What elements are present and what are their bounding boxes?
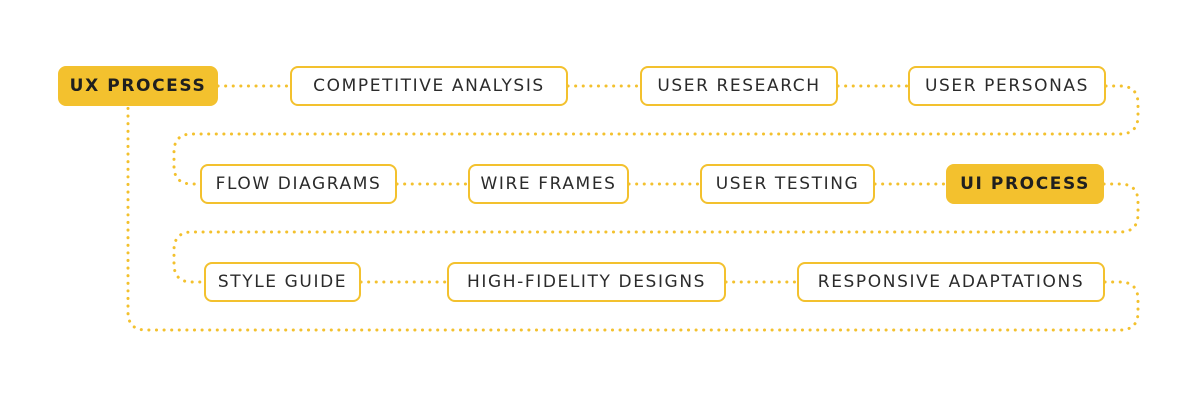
node-flow-diagrams: FLOW DIAGRAMS	[200, 164, 397, 204]
node-style-guide: STYLE GUIDE	[204, 262, 361, 302]
node-ux-process: UX PROCESS	[58, 66, 218, 106]
node-responsive-adaptations: RESPONSIVE ADAPTATIONS	[797, 262, 1105, 302]
node-user-testing: USER TESTING	[700, 164, 875, 204]
node-high-fidelity-designs: HIGH-FIDELITY DESIGNS	[447, 262, 726, 302]
node-user-research: USER RESEARCH	[640, 66, 838, 106]
connector-personas-to-flow	[172, 84, 1140, 186]
node-user-personas: USER PERSONAS	[908, 66, 1106, 106]
node-wire-frames: WIRE FRAMES	[468, 164, 629, 204]
node-ui-process: UI PROCESS	[946, 164, 1104, 204]
node-competitive-analysis: COMPETITIVE ANALYSIS	[290, 66, 568, 106]
